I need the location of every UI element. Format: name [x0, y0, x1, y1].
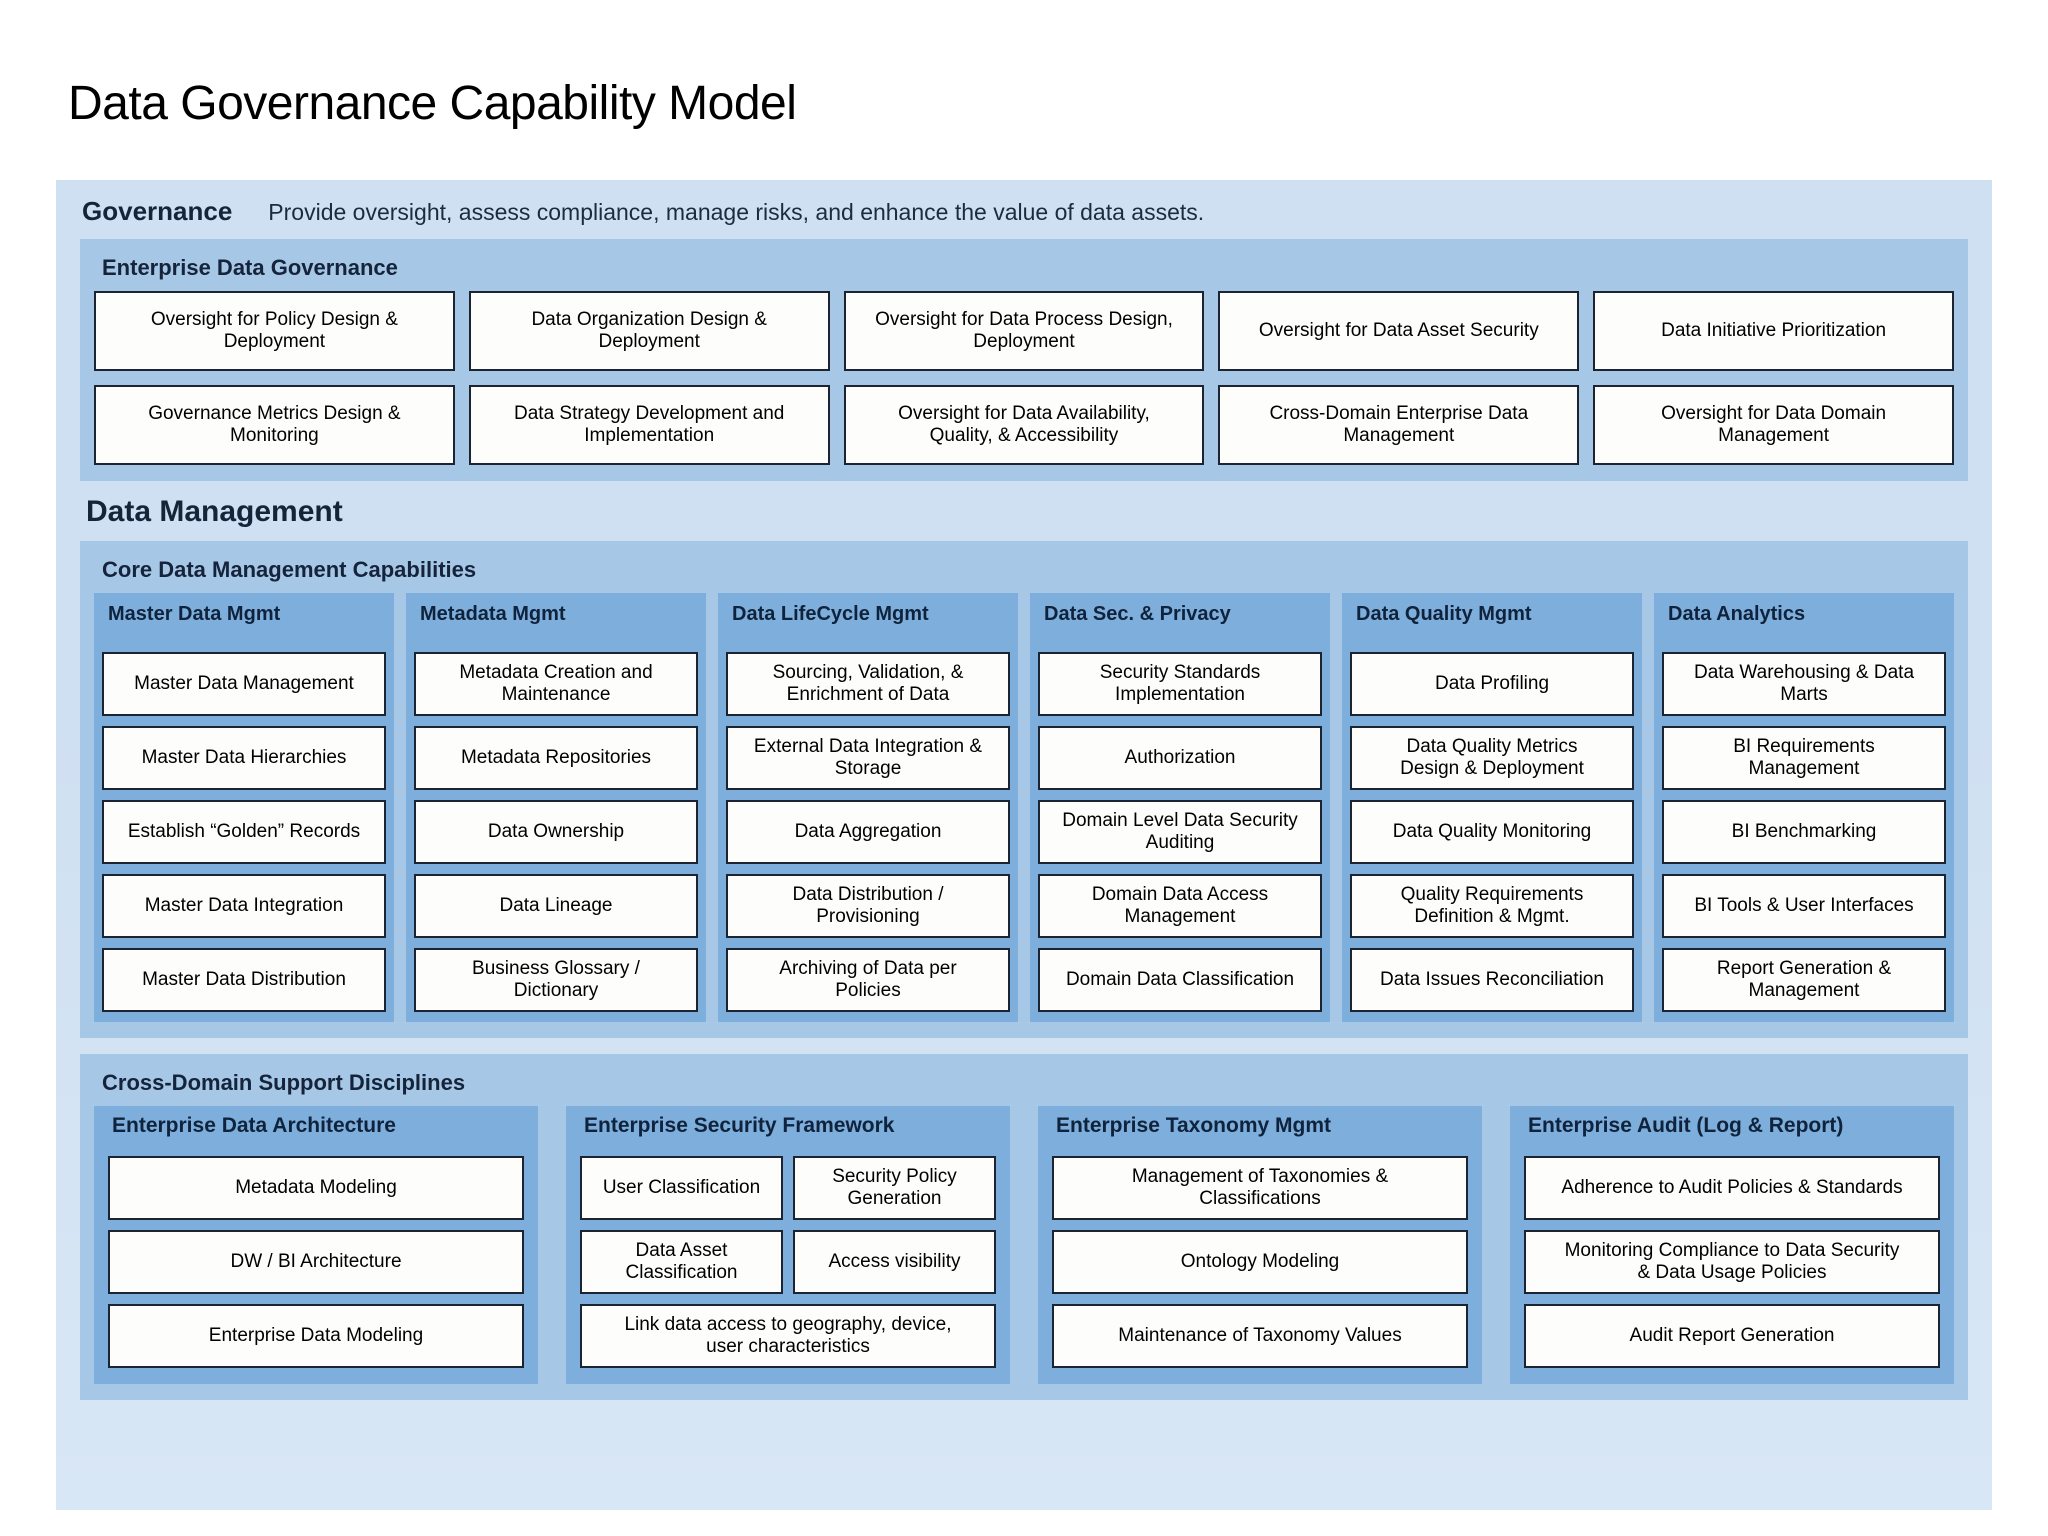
capability-box[interactable]: Master Data Management	[102, 652, 386, 716]
capability-box[interactable]: Domain Data Classification	[1038, 948, 1322, 1012]
capability-box[interactable]: Data Aggregation	[726, 800, 1010, 864]
core-column-title: Master Data Mgmt	[108, 603, 281, 625]
capability-box[interactable]: Audit Report Generation	[1524, 1304, 1940, 1368]
capability-box[interactable]: Data Organization Design & Deployment	[468, 291, 830, 371]
capability-box[interactable]: Metadata Creation and Maintenance	[414, 652, 698, 716]
core-column-metadata-mgmt: Metadata Mgmt Metadata Creation and Main…	[406, 593, 706, 1022]
core-column-title: Data LifeCycle Mgmt	[732, 603, 929, 625]
capability-box[interactable]: External Data Integration & Storage	[726, 726, 1010, 790]
capability-model-panel: Governance Provide oversight, assess com…	[56, 180, 1992, 1510]
core-column-title: Data Quality Mgmt	[1356, 603, 1532, 625]
capability-box[interactable]: Data Ownership	[414, 800, 698, 864]
capability-box[interactable]: Oversight for Data Domain Management	[1593, 385, 1954, 465]
capability-box[interactable]: Oversight for Data Availability, Quality…	[843, 385, 1205, 465]
core-column-data-lifecycle-mgmt: Data LifeCycle Mgmt Sourcing, Validation…	[718, 593, 1018, 1022]
capability-box[interactable]: Cross-Domain Enterprise Data Management	[1218, 385, 1580, 465]
capability-box[interactable]: Report Generation & Management	[1662, 948, 1946, 1012]
cross-domain-columns: Enterprise Data Architecture Metadata Mo…	[94, 1106, 1954, 1384]
cd-column-title: Enterprise Taxonomy Mgmt	[1056, 1114, 1331, 1137]
capability-box[interactable]: Ontology Modeling	[1052, 1230, 1468, 1294]
capability-box[interactable]: Master Data Integration	[102, 874, 386, 938]
capability-box[interactable]: BI Benchmarking	[1662, 800, 1946, 864]
capability-box[interactable]: Data Quality Monitoring	[1350, 800, 1634, 864]
governance-heading: Governance	[82, 196, 233, 226]
core-column-title: Data Analytics	[1668, 603, 1806, 625]
capability-box[interactable]: Access visibility	[793, 1230, 996, 1294]
cd-column-title: Enterprise Data Architecture	[112, 1114, 396, 1137]
capability-box[interactable]: Data Profiling	[1350, 652, 1634, 716]
governance-description: Provide oversight, assess compliance, ma…	[268, 199, 1205, 225]
security-capability-pairs: User Classification Security Policy Gene…	[580, 1156, 996, 1294]
capability-box[interactable]: Oversight for Data Asset Security	[1218, 291, 1580, 371]
capability-box[interactable]: Link data access to geography, device, u…	[580, 1304, 996, 1368]
capability-box[interactable]: Oversight for Data Process Design, Deplo…	[843, 291, 1205, 371]
core-data-management-title: Core Data Management Capabilities	[102, 557, 477, 582]
capability-box[interactable]: Data Warehousing & Data Marts	[1662, 652, 1946, 716]
capability-box[interactable]: Metadata Repositories	[414, 726, 698, 790]
capability-box[interactable]: Sourcing, Validation, & Enrichment of Da…	[726, 652, 1010, 716]
capability-box[interactable]: Data Distribution / Provisioning	[726, 874, 1010, 938]
capability-box[interactable]: Archiving of Data per Policies	[726, 948, 1010, 1012]
page-title: Data Governance Capability Model	[68, 77, 797, 130]
core-column-data-quality-mgmt: Data Quality Mgmt Data Profiling Data Qu…	[1342, 593, 1642, 1022]
enterprise-data-governance-title: Enterprise Data Governance	[102, 255, 398, 280]
capability-box[interactable]: BI Tools & User Interfaces	[1662, 874, 1946, 938]
core-column-title: Metadata Mgmt	[420, 603, 566, 625]
capability-box[interactable]: Authorization	[1038, 726, 1322, 790]
governance-capability-grid: Oversight for Policy Design & Deployment…	[94, 291, 1954, 465]
capability-box[interactable]: Metadata Modeling	[108, 1156, 524, 1220]
cd-column-enterprise-data-architecture: Enterprise Data Architecture Metadata Mo…	[94, 1106, 538, 1384]
capability-box[interactable]: User Classification	[580, 1156, 783, 1220]
capability-box[interactable]: Security Policy Generation	[793, 1156, 996, 1220]
capability-box[interactable]: Master Data Distribution	[102, 948, 386, 1012]
capability-box[interactable]: Domain Data Access Management	[1038, 874, 1322, 938]
data-management-heading: Data Management	[86, 495, 343, 528]
capability-box[interactable]: BI Requirements Management	[1662, 726, 1946, 790]
capability-box[interactable]: Master Data Hierarchies	[102, 726, 386, 790]
governance-header: Governance Provide oversight, assess com…	[56, 180, 1992, 239]
capability-box[interactable]: Domain Level Data Security Auditing	[1038, 800, 1322, 864]
capability-box[interactable]: Maintenance of Taxonomy Values	[1052, 1304, 1468, 1368]
cross-domain-support-group: Cross-Domain Support Disciplines Enterpr…	[80, 1054, 1968, 1400]
capability-box[interactable]: Oversight for Policy Design & Deployment	[94, 291, 455, 371]
capability-box[interactable]: Security Standards Implementation	[1038, 652, 1322, 716]
cd-column-enterprise-security-framework: Enterprise Security Framework User Class…	[566, 1106, 1010, 1384]
cd-column-enterprise-audit: Enterprise Audit (Log & Report) Adherenc…	[1510, 1106, 1954, 1384]
capability-box[interactable]: Establish “Golden” Records	[102, 800, 386, 864]
capability-box[interactable]: DW / BI Architecture	[108, 1230, 524, 1294]
core-data-management-group: Core Data Management Capabilities Master…	[80, 541, 1968, 1038]
capability-box[interactable]: Data Asset Classification	[580, 1230, 783, 1294]
capability-box[interactable]: Quality Requirements Definition & Mgmt.	[1350, 874, 1634, 938]
capability-box[interactable]: Management of Taxonomies & Classificatio…	[1052, 1156, 1468, 1220]
capability-box[interactable]: Data Strategy Development and Implementa…	[468, 385, 830, 465]
capability-box[interactable]: Data Quality Metrics Design & Deployment	[1350, 726, 1634, 790]
core-column-master-data-mgmt: Master Data Mgmt Master Data Management …	[94, 593, 394, 1022]
capability-box[interactable]: Data Lineage	[414, 874, 698, 938]
cd-column-title: Enterprise Security Framework	[584, 1114, 895, 1137]
core-column-title: Data Sec. & Privacy	[1044, 603, 1231, 625]
cross-domain-support-title: Cross-Domain Support Disciplines	[102, 1070, 466, 1095]
core-capability-columns: Master Data Mgmt Master Data Management …	[94, 593, 1954, 1022]
capability-box[interactable]: Governance Metrics Design & Monitoring	[94, 385, 455, 465]
capability-box[interactable]: Data Issues Reconciliation	[1350, 948, 1634, 1012]
core-column-data-analytics: Data Analytics Data Warehousing & Data M…	[1654, 593, 1954, 1022]
enterprise-data-governance-group: Enterprise Data Governance Oversight for…	[80, 239, 1968, 481]
capability-box[interactable]: Enterprise Data Modeling	[108, 1304, 524, 1368]
cd-column-enterprise-taxonomy-mgmt: Enterprise Taxonomy Mgmt Management of T…	[1038, 1106, 1482, 1384]
core-column-data-sec-privacy: Data Sec. & Privacy Security Standards I…	[1030, 593, 1330, 1022]
capability-box[interactable]: Adherence to Audit Policies & Standards	[1524, 1156, 1940, 1220]
cd-column-title: Enterprise Audit (Log & Report)	[1528, 1114, 1844, 1137]
capability-box[interactable]: Data Initiative Prioritization	[1593, 291, 1954, 371]
capability-box[interactable]: Monitoring Compliance to Data Security &…	[1524, 1230, 1940, 1294]
capability-box[interactable]: Business Glossary / Dictionary	[414, 948, 698, 1012]
